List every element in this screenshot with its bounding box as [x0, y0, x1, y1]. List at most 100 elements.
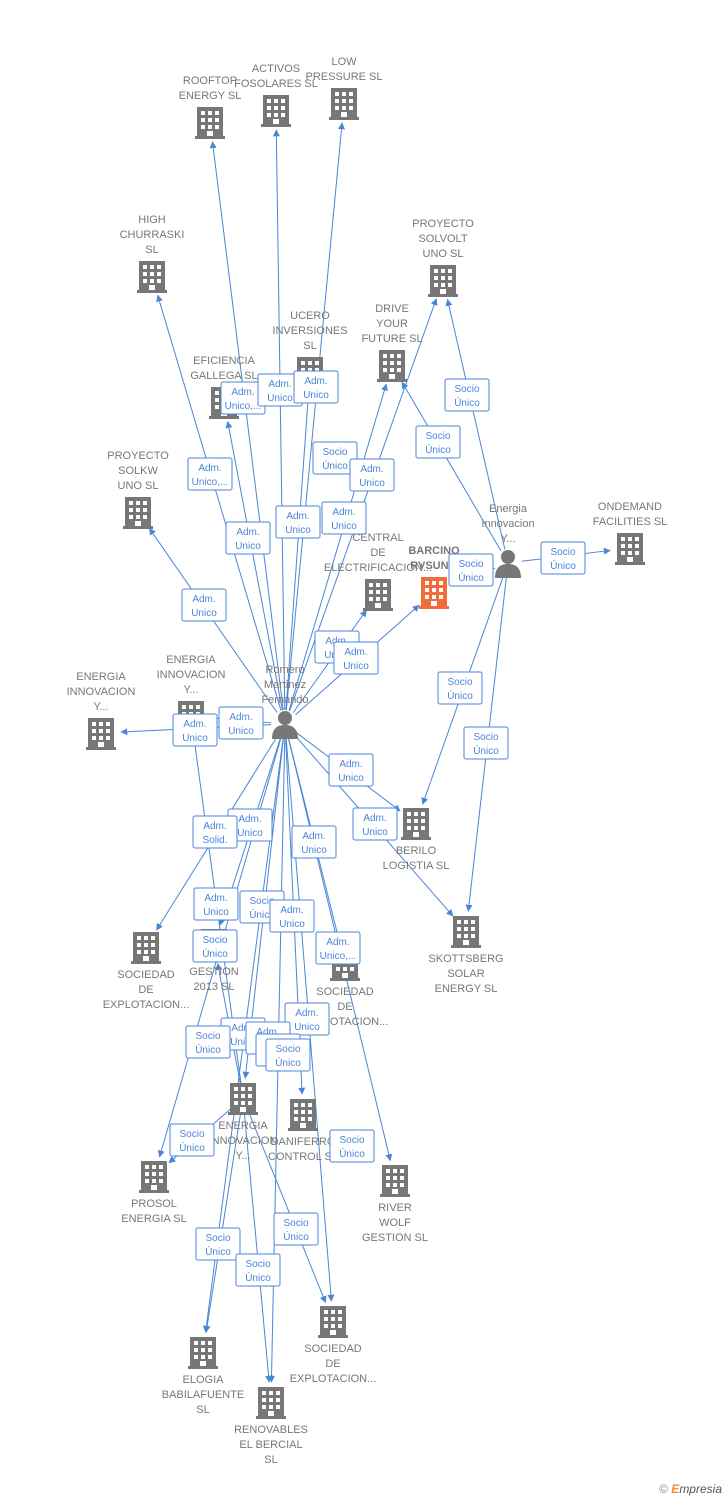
node-label: DRIVE	[375, 303, 409, 315]
node-label: DE	[370, 547, 385, 559]
edge-label-badge: Adm.Unico	[172, 713, 218, 747]
node-label: SOCIEDAD	[117, 969, 175, 981]
node-label: BERILO	[396, 845, 437, 857]
building-icon	[419, 577, 449, 609]
node-label: UNO SL	[118, 480, 159, 492]
edge-label-text: Único	[322, 459, 348, 472]
node-label: SKOTTSBERG	[428, 953, 503, 965]
edge-label-text: Adm.	[231, 387, 254, 398]
edge-label-text: Adm.	[280, 905, 303, 916]
node-label: Y...	[235, 1150, 250, 1162]
node-label: DE	[138, 984, 153, 996]
node-label: EXPLOTACION...	[290, 1373, 377, 1385]
edge-energiainnov_bottom-to-elogia	[203, 1111, 242, 1333]
edge-label-text: Adm.	[332, 507, 355, 518]
edge-label-badge: Adm.Solid.	[192, 815, 238, 849]
node-barcino[interactable]: BARCINORVSUN...	[408, 545, 460, 609]
edge-label-text: Único	[283, 1230, 309, 1243]
edge-label-text: Único	[473, 744, 499, 757]
building-icon	[428, 265, 458, 297]
node-sociedadexpl_left[interactable]: SOCIEDADDEEXPLOTACION...	[103, 932, 190, 1011]
edge-label-text: Único	[249, 908, 275, 921]
edge-label-text: Adm.	[231, 1023, 254, 1034]
edge-label-text: Adm.	[344, 647, 367, 658]
edge-label-text: Socio	[458, 559, 483, 570]
building-icon	[139, 1161, 169, 1193]
building-icon	[137, 261, 167, 293]
building-icon	[228, 1083, 258, 1115]
edge-label-text: Adm.	[339, 759, 362, 770]
node-label: Innovacion	[481, 518, 534, 530]
building-icon	[363, 579, 393, 611]
edge-label-badge: Adm.Unico	[352, 807, 398, 841]
edge-label-text: Unico	[331, 521, 357, 532]
node-energiainnov_person[interactable]: EnergiaInnovacionY...	[481, 503, 535, 578]
node-label: SOLVOLT	[418, 233, 467, 245]
footer: © Empresia	[659, 1482, 722, 1496]
edge-label-text: Unico	[362, 827, 388, 838]
node-label: INNOVACION	[67, 686, 136, 698]
node-sociedadexpl_bottom[interactable]: SOCIEDADDEEXPLOTACION...	[290, 1306, 377, 1385]
edge-romero-to-eficiencia	[225, 420, 283, 711]
edge-label-text: Unico	[343, 661, 369, 672]
node-energiainnov_mid[interactable]: ENERGIAINNOVACIONY...	[157, 654, 226, 733]
node-label: ENERGIA	[76, 671, 126, 683]
node-energiainnov_left[interactable]: ENERGIAINNOVACIONY...	[67, 671, 136, 750]
node-label: EL BERCIAL	[239, 1439, 302, 1451]
node-label: DE	[325, 1358, 340, 1370]
node-eficiencia[interactable]: EFICIENCIA GALLEGA SL	[190, 355, 258, 419]
node-label: Fernando	[261, 694, 308, 706]
edge-label-text: Adm.	[204, 893, 227, 904]
node-energiainnov_bottom[interactable]: ENERGIAINNOVACIONY...	[209, 1083, 278, 1162]
node-label: DANIFERRO	[271, 1136, 336, 1148]
node-label: SL	[196, 1404, 209, 1416]
node-central[interactable]: CENTRALDEELECTRIFICACION...	[324, 532, 432, 611]
edge-label-text: Unico	[203, 907, 229, 918]
edge-label-text: Socio	[339, 1135, 364, 1146]
edge-labels-layer: Adm.Unico,...Adm.UnicoAdm.UnicoAdm.Unico…	[169, 370, 586, 1287]
brand-logo[interactable]: Empresia	[671, 1482, 722, 1496]
node-label: GALLEGA SL	[190, 370, 257, 382]
edge-label-badge: Adm.Unico,...	[315, 931, 361, 965]
node-label: INNOVACION	[209, 1135, 278, 1147]
edge-label-text: Unico,...	[225, 401, 262, 412]
edge-label-text: Unico	[228, 726, 254, 737]
edge-label-text: Adm.	[203, 821, 226, 832]
edge-label-text: Adm.	[295, 1008, 318, 1019]
person-icon	[272, 711, 298, 739]
edge-label-text: Unico	[301, 845, 327, 856]
building-icon	[188, 1337, 218, 1369]
node-label: UCERO	[290, 310, 330, 322]
person-icon	[495, 550, 521, 578]
node-label: PRESSURE SL	[305, 71, 382, 83]
node-label: Energia	[489, 503, 528, 515]
node-label: Y...	[500, 533, 515, 545]
node-label: UNO SL	[423, 248, 464, 260]
edge-romero-to-activos	[272, 129, 286, 711]
edge-label-text: Socio	[473, 732, 498, 743]
node-label: ENERGIA SL	[121, 1213, 186, 1225]
node-label: EFICIENCIA	[193, 355, 255, 367]
